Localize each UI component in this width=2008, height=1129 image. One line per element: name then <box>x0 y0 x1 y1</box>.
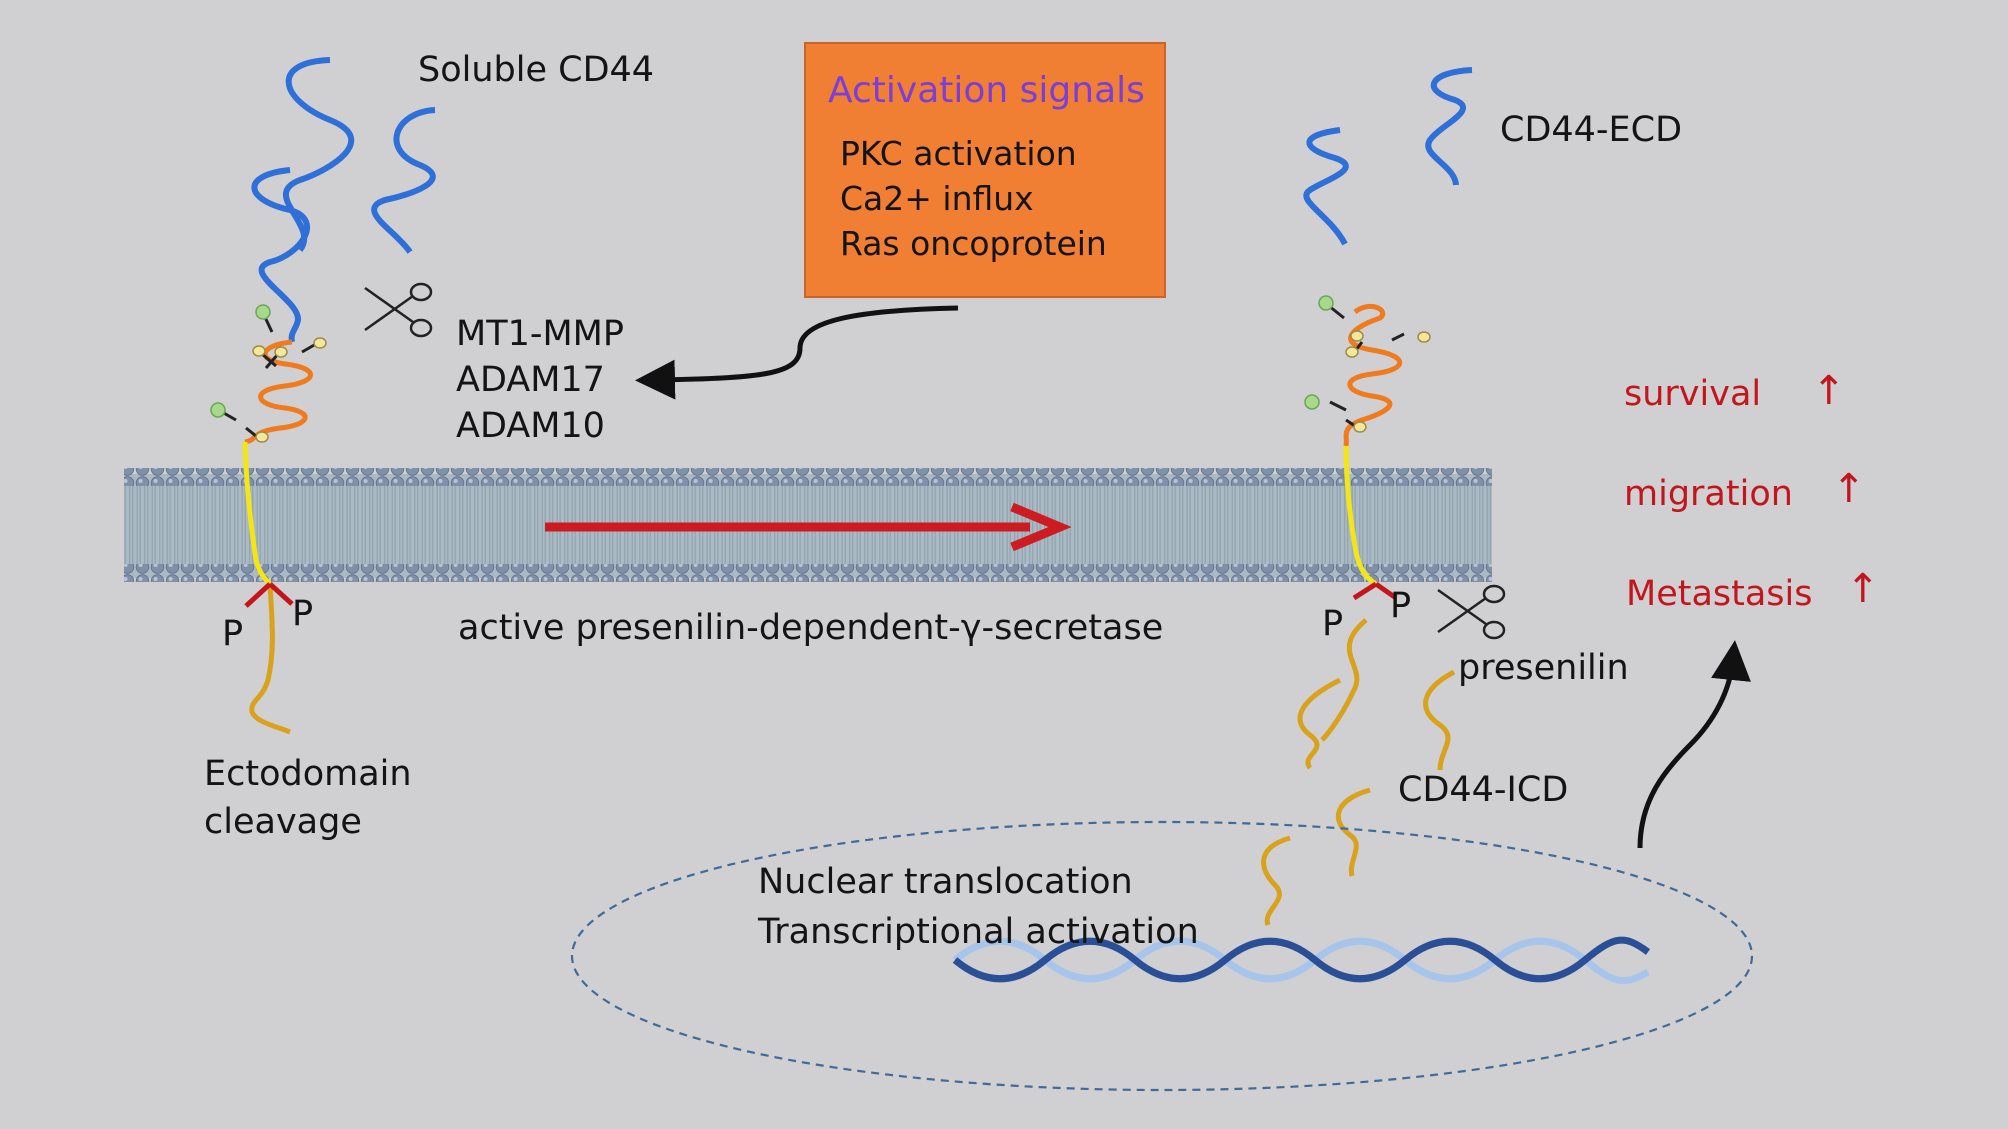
label-phospho-right-1: P <box>1322 604 1344 644</box>
cd44-full-length-left <box>210 57 436 735</box>
cd44-icd-fragment-5 <box>1261 835 1291 926</box>
outcome-metastasis: Metastasis <box>1626 574 1813 614</box>
label-cleavage: cleavage <box>204 802 362 842</box>
dna-double-helix <box>952 936 1651 985</box>
label-soluble-cd44: Soluble CD44 <box>418 50 655 90</box>
activation-to-enzyme-arrow <box>635 305 959 400</box>
transmembrane-domain-left <box>242 441 272 586</box>
outcome-arrow <box>1637 640 1751 849</box>
up-arrow-icon: ↑ <box>1846 566 1880 612</box>
label-phospho-left-2: P <box>292 594 314 634</box>
cd44-icd-strand-left <box>249 583 291 735</box>
cd44-icd-fragment-3 <box>1423 669 1456 771</box>
cd44-icd-fragment-4 <box>1335 787 1371 877</box>
activation-signals-box: Activation signals PKC activation Ca2+ i… <box>804 42 1166 298</box>
signal-ras-oncoprotein: Ras oncoprotein <box>840 224 1107 263</box>
label-transcriptional-activation: Transcriptional activation <box>758 912 1199 952</box>
soluble-cd44-strand-2 <box>371 107 436 254</box>
label-cd44-icd: CD44-ICD <box>1398 770 1569 810</box>
up-arrow-icon: ↑ <box>1812 368 1846 414</box>
label-nuclear-translocation: Nuclear translocation <box>758 862 1133 902</box>
cd44-stem-left <box>244 339 313 445</box>
scissors-icon <box>364 282 433 338</box>
label-phospho-left-1: P <box>222 614 244 654</box>
label-enzyme-mt1-mmp: MT1-MMP <box>456 314 624 354</box>
membrane-red-arrow <box>545 502 1072 552</box>
cd44-remnant-right <box>1261 67 1473 926</box>
label-gamma-secretase: active presenilin-dependent-γ-secretase <box>458 608 1164 648</box>
glycan-lollipop-icon <box>1304 295 1431 433</box>
cd44-ecd-strand-left <box>251 167 311 343</box>
cd44-ecd-strand-r2 <box>1425 67 1473 186</box>
up-arrow-icon: ↑ <box>1832 466 1866 512</box>
label-cd44-ecd: CD44-ECD <box>1500 110 1683 150</box>
transmembrane-domain-right <box>1343 445 1378 587</box>
scissors-icon <box>1437 584 1506 640</box>
cd44-icd-fragment-1 <box>1320 618 1368 742</box>
cd44-icd-fragment-2 <box>1297 677 1342 770</box>
outcome-survival: survival <box>1624 374 1762 414</box>
signal-ca-influx: Ca2+ influx <box>840 179 1034 218</box>
soluble-cd44-strand-1 <box>282 57 355 252</box>
glycan-lollipop-icon <box>210 304 327 443</box>
label-enzyme-adam10: ADAM10 <box>456 406 605 446</box>
label-enzyme-adam17: ADAM17 <box>456 360 605 400</box>
signal-pkc-activation: PKC activation <box>840 134 1077 173</box>
label-presenilin: presenilin <box>1458 648 1629 688</box>
cd44-ecd-strand-r1 <box>1303 127 1349 246</box>
nucleus-outline <box>570 820 1754 1092</box>
activation-signals-title: Activation signals <box>828 70 1145 111</box>
label-ectodomain: Ectodomain <box>204 754 412 794</box>
cd44-stem-right <box>1343 304 1403 447</box>
label-phospho-right-2: P <box>1390 586 1412 626</box>
outcome-migration: migration <box>1624 474 1793 514</box>
